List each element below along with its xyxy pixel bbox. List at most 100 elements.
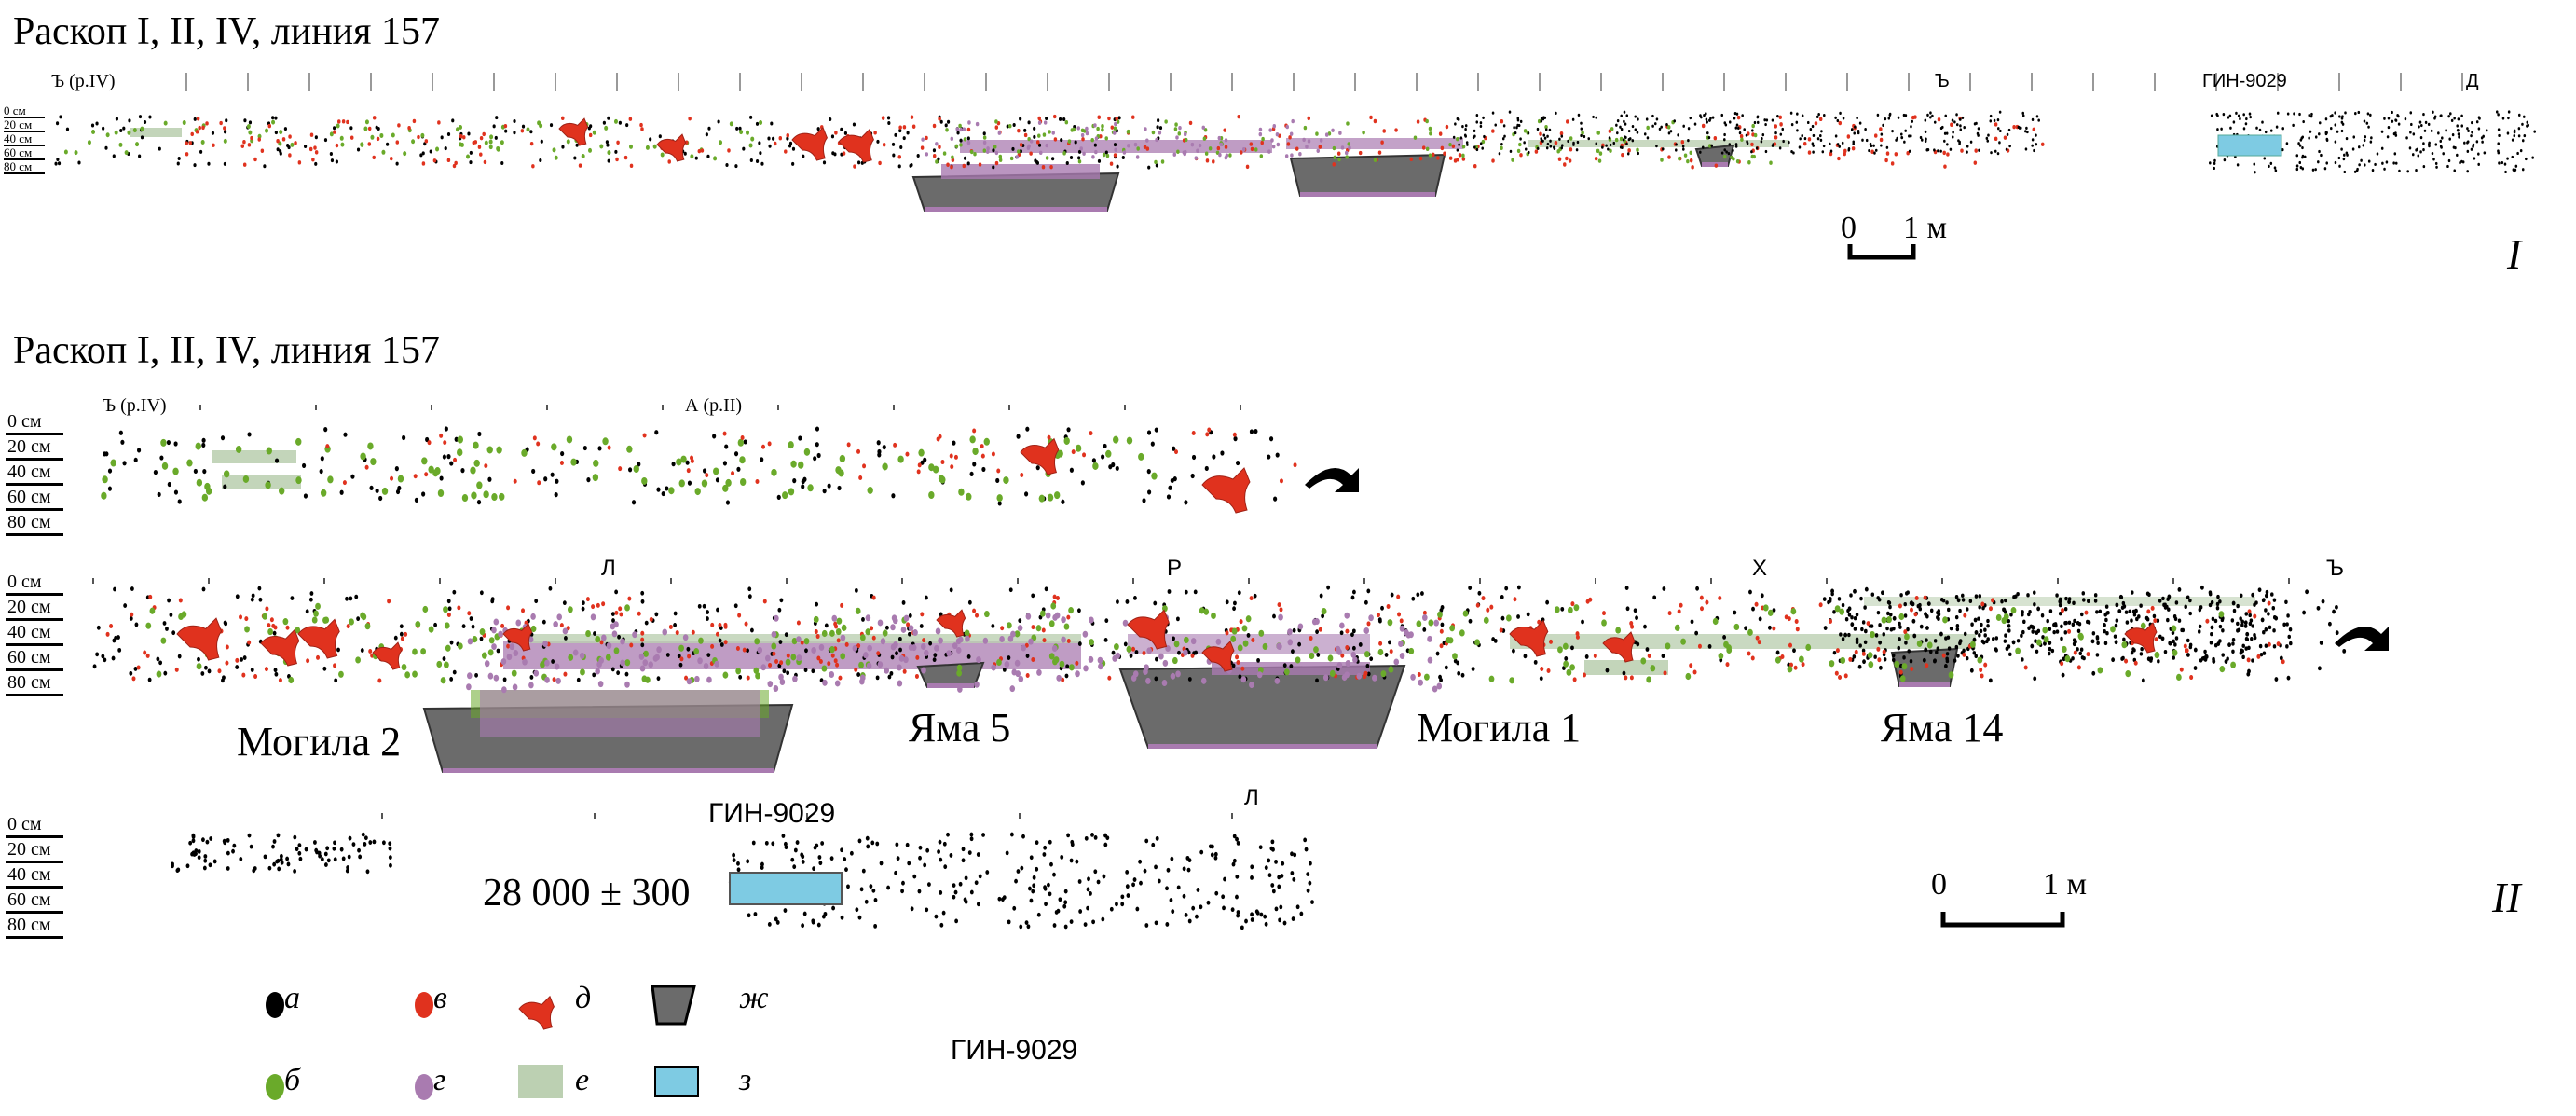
find-dot [477,145,482,149]
find-dot [91,129,96,134]
find-dot [1462,610,1469,617]
find-dot [435,146,440,152]
find-dot [982,135,987,140]
find-dot [1025,426,1030,432]
find-dot [686,678,692,685]
find-dot [2231,641,2235,646]
find-dot [957,636,964,643]
find-dot [1751,606,1755,612]
find-dot [1033,134,1036,139]
find-dot [1904,114,1908,117]
find-dot [1761,133,1765,137]
find-dot [1757,640,1761,645]
find-dot [2269,161,2273,165]
find-dot [1174,122,1178,127]
find-dot [1216,145,1221,151]
find-dot [306,658,310,664]
find-dot [1687,139,1690,143]
find-dot [1077,159,1082,164]
find-dot [920,460,925,465]
find-dot [388,855,392,861]
find-dot [1135,155,1140,159]
find-dot [1854,649,1858,654]
find-dot [542,641,548,648]
find-dot [424,139,429,144]
find-dot [1677,609,1681,614]
find-dot [2300,136,2304,140]
find-dot [1063,436,1070,445]
find-dot [1829,149,1833,153]
find-dot [722,484,729,492]
find-dot [1275,452,1280,458]
find-dot [783,908,788,913]
purple-layer [1286,138,1463,149]
find-dot [1596,131,1600,135]
find-dot [487,672,494,680]
find-dot [288,134,292,139]
find-dot [2213,158,2216,162]
find-dot [239,614,243,620]
find-dot [908,631,911,637]
find-dot [2295,167,2299,172]
find-dot [1853,131,1856,135]
find-dot [1101,916,1105,922]
find-dot [818,658,823,664]
find-dot [1857,131,1860,135]
find-dot [1055,595,1060,600]
find-dot [1277,643,1282,651]
find-dot [1063,900,1068,905]
find-dot [513,119,516,124]
find-dot [1437,611,1443,618]
find-dot [529,130,533,134]
find-dot [1946,607,1951,613]
find-dot [1023,128,1027,132]
find-dot [813,615,819,624]
find-dot [790,460,797,468]
find-dot [703,662,709,669]
find-dot [145,622,152,629]
find-dot [360,612,365,619]
find-dot [1081,137,1085,142]
find-dot [323,616,330,624]
find-dot [1929,111,1932,115]
find-dot [1778,115,1783,119]
find-dot [2041,635,2045,640]
find-dot [211,131,215,135]
find-dot [1369,656,1374,662]
find-dot [816,922,821,928]
find-dot [1154,864,1158,870]
find-dot [1997,127,2000,131]
feature-label-pit14: Яма 14 [1881,705,2004,751]
find-dot [2364,163,2366,167]
find-dot [2272,644,2277,649]
find-dot [753,667,760,674]
find-dot [705,473,709,478]
find-dot [1238,674,1242,680]
find-dot [1236,910,1240,915]
find-dot [1760,593,1764,599]
find-dot [2352,135,2356,139]
find-dot [2072,638,2076,642]
find-dot [853,164,856,169]
find-dot [791,161,795,166]
find-dot [220,435,226,441]
find-dot [579,652,585,659]
find-dot [966,127,971,132]
find-dot [2305,589,2309,595]
find-dot [1661,147,1665,151]
find-dot [954,918,959,924]
find-dot [1799,137,1802,141]
find-dot [2329,126,2333,131]
find-dot [786,136,789,141]
find-dot [560,450,565,457]
find-dot [2218,611,2225,618]
find-dot [2093,599,2098,603]
find-dot [909,163,912,168]
find-dot [969,149,974,155]
find-dot [257,133,262,139]
depth-label: 40 см [6,461,63,486]
find-dot [209,836,213,841]
find-dot [642,659,649,667]
find-dot [1465,141,1469,145]
find-dot [914,673,919,679]
